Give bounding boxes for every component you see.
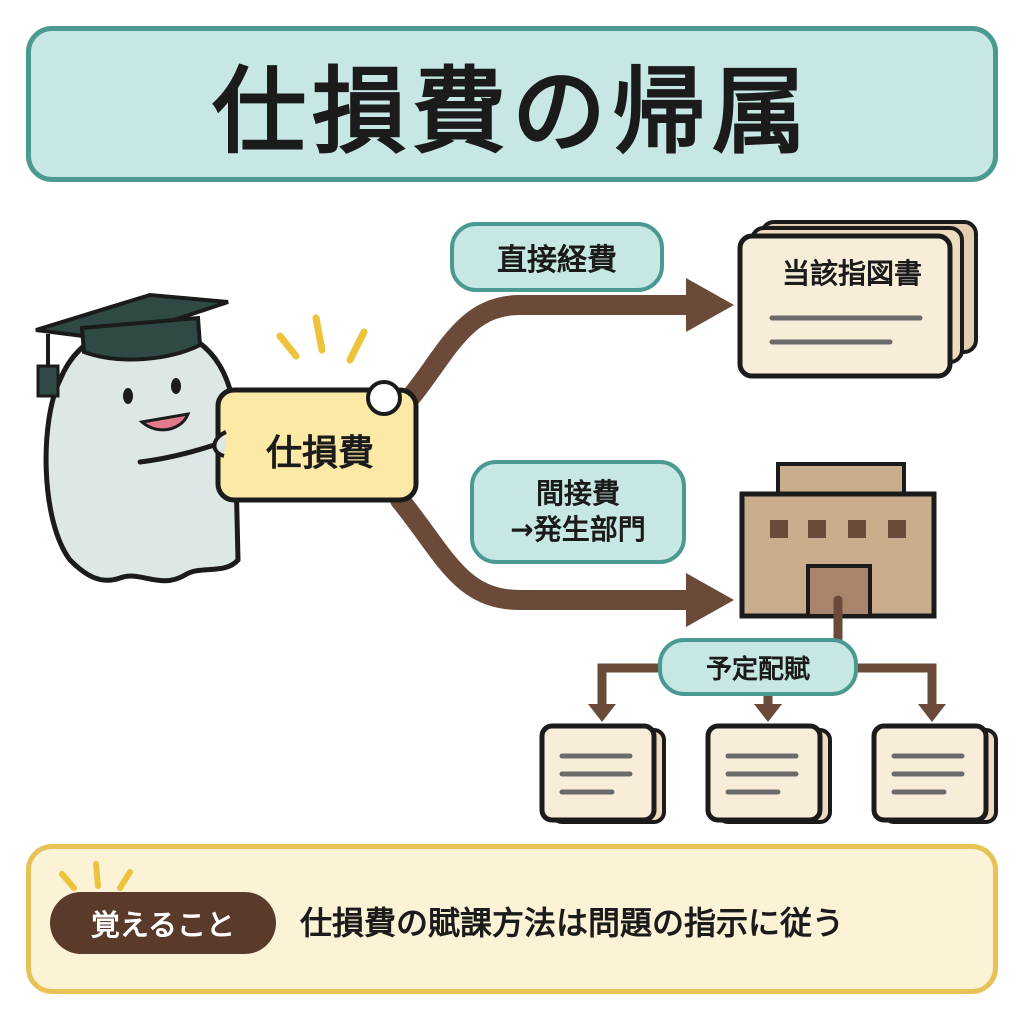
branch-arrows: [390, 278, 734, 627]
direct-cost-text: 直接経費: [497, 243, 617, 278]
note-sparkle-icon: [59, 861, 133, 891]
direct-arrowhead: [686, 278, 734, 332]
title-banner: 仕損費の帰属: [26, 26, 998, 182]
loss-cost-card-label: 仕損費: [265, 433, 374, 474]
direct-arrow: [390, 295, 700, 420]
page-title: 仕損費の帰属: [211, 58, 812, 167]
sparkle-icon: [276, 314, 368, 364]
remember-text: 仕損費の賦課方法は問題の指示に従う: [300, 904, 845, 942]
indirect-cost-line1: 間接費: [535, 477, 620, 510]
allocated-document-icon: [705, 723, 832, 824]
allocation-arrowheads: [588, 704, 946, 722]
allocation-text: 予定配賦: [705, 654, 810, 685]
indirect-arrow: [390, 490, 700, 610]
loss-cost-card: [212, 380, 419, 503]
indirect-arrowhead: [686, 573, 734, 627]
indirect-cost-line2: →発生部門: [510, 513, 646, 546]
ghost-mascot-icon: [43, 324, 241, 584]
allocation-label: 予定配賦: [658, 638, 858, 696]
document-stack-icon: [737, 220, 978, 379]
allocated-document-icon: [871, 723, 998, 824]
indirect-cost-label: 間接費 →発生部門: [470, 460, 686, 564]
target-document-label: 当該指図書: [781, 257, 922, 290]
direct-cost-label: 直接経費: [450, 222, 664, 292]
graduation-cap-icon: [35, 292, 229, 398]
allocated-document-icon: [539, 723, 666, 824]
department-building-icon: [739, 462, 937, 619]
remember-badge: 覚えること: [50, 892, 276, 954]
